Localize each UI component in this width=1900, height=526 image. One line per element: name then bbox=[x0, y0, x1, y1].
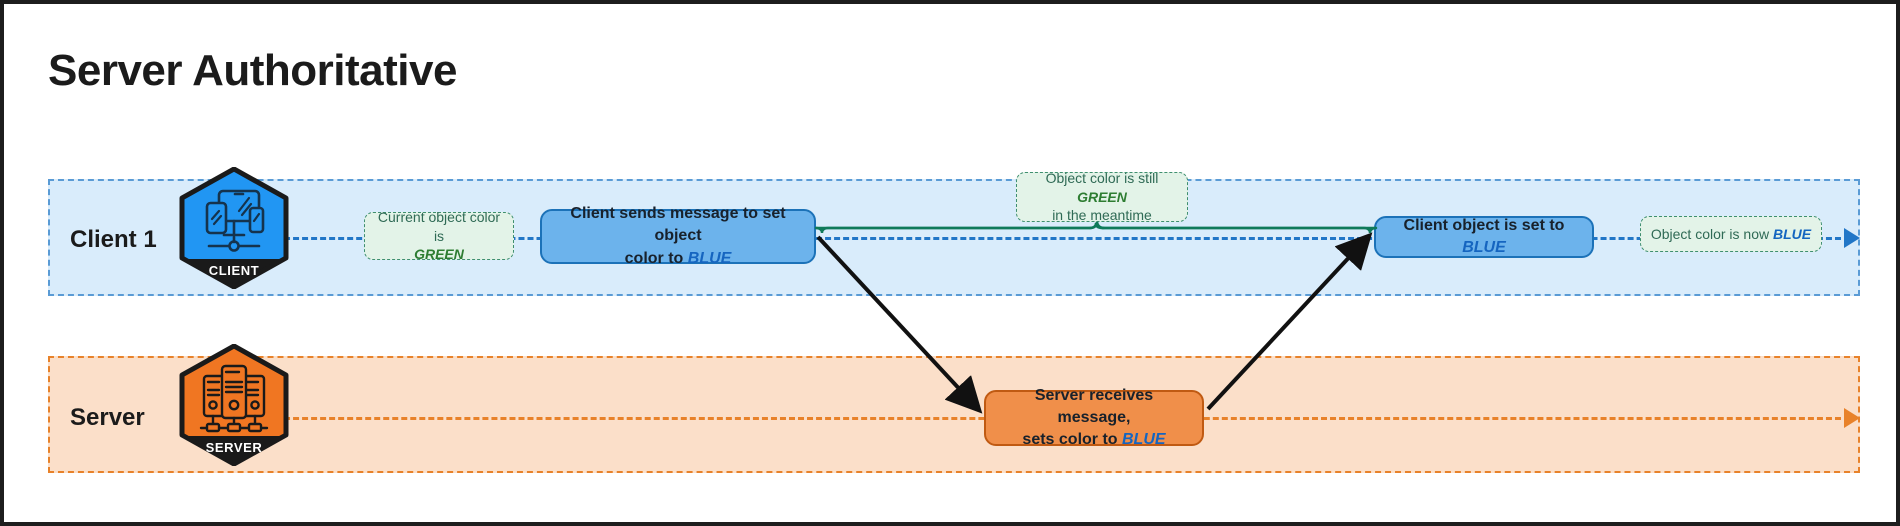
server-hexagon-icon: SERVER bbox=[179, 344, 289, 466]
box-client-sends-line1: Client sends message to set object bbox=[570, 205, 786, 245]
box-server-receives-message[interactable]: Server receives message, sets color to B… bbox=[984, 386, 1204, 449]
box-client-set-prefix: Client object is set to bbox=[1403, 216, 1565, 234]
lane-label-server: Server bbox=[70, 404, 145, 431]
client-lifeline-arrowhead bbox=[1844, 228, 1860, 248]
note-meantime-line2: in the meantime bbox=[1052, 207, 1152, 224]
svg-text:SERVER: SERVER bbox=[206, 440, 263, 455]
box-server-receives-value: BLUE bbox=[1122, 431, 1166, 449]
box-server-receives-line1: Server receives message, bbox=[1034, 386, 1154, 426]
box-client-sends-line2-prefix: color to bbox=[624, 249, 688, 267]
client-lifeline bbox=[266, 237, 1850, 240]
box-client-object-set[interactable]: Client object is set to BLUE bbox=[1374, 216, 1594, 258]
box-server-receives-line2-prefix: sets color to bbox=[1022, 431, 1122, 449]
client-hexagon-icon: CLIENT bbox=[179, 167, 289, 289]
box-client-set-value: BLUE bbox=[1462, 239, 1506, 256]
lane-label-client: Client 1 bbox=[70, 226, 157, 253]
page-title: Server Authoritative bbox=[48, 46, 457, 95]
note-meantime-line1: Object color is still bbox=[1045, 170, 1159, 187]
note-now-line1: Object color is now bbox=[1650, 225, 1770, 242]
note-now-value: BLUE bbox=[1773, 225, 1812, 242]
note-meantime: Object color is still GREEN in the meant… bbox=[1016, 170, 1188, 224]
lane-server bbox=[48, 356, 1860, 473]
server-lifeline-arrowhead bbox=[1844, 408, 1860, 428]
note-meantime-value: GREEN bbox=[1077, 188, 1127, 205]
svg-text:CLIENT: CLIENT bbox=[209, 263, 260, 278]
note-current-object-color: Current object color is GREEN bbox=[364, 209, 514, 263]
note-current-value: GREEN bbox=[414, 246, 464, 263]
box-client-sends-message[interactable]: Client sends message to set object color… bbox=[540, 205, 816, 267]
note-object-color-now: Object color is now BLUE bbox=[1640, 216, 1822, 252]
box-client-sends-value: BLUE bbox=[687, 249, 732, 267]
note-current-line1: Current object color is bbox=[377, 209, 501, 244]
